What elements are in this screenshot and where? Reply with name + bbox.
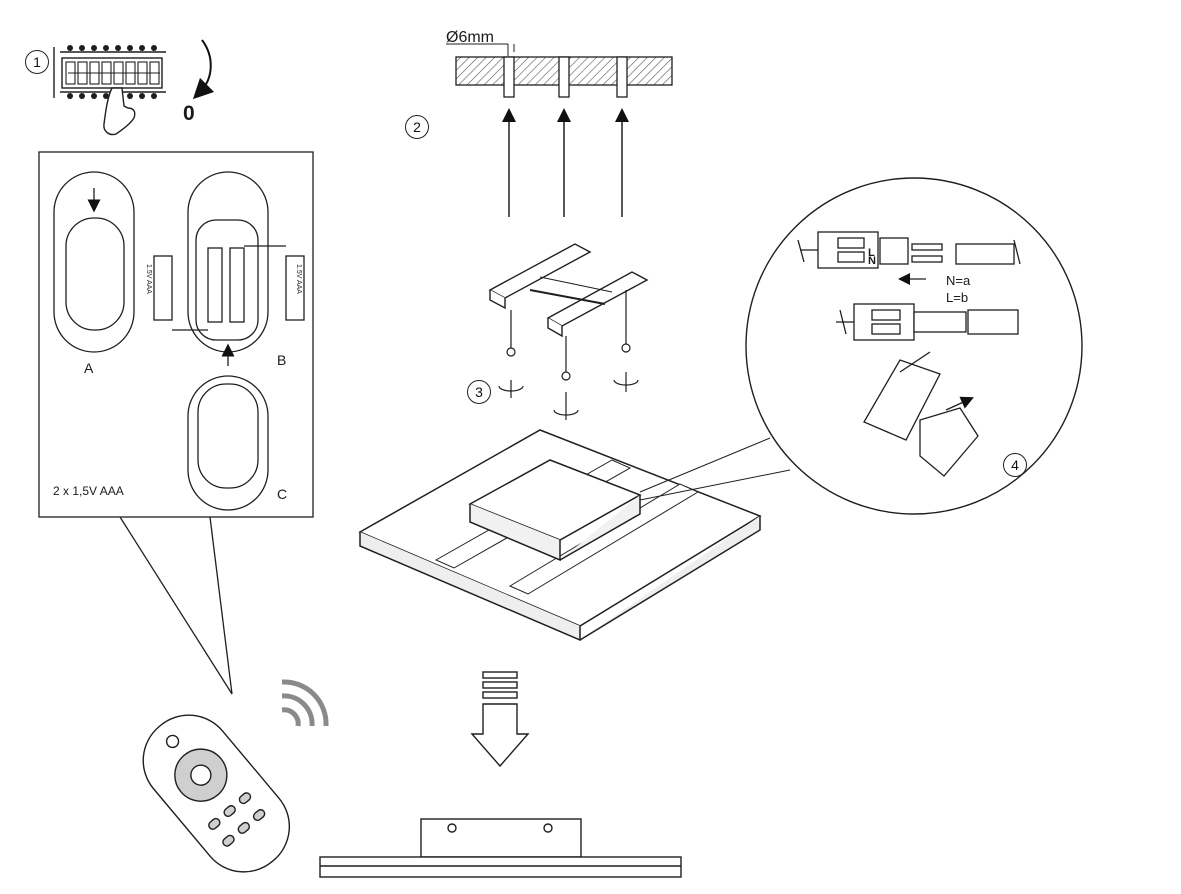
drill-diameter-label: Ø6mm [446, 29, 494, 46]
power-off-label: 0 [183, 102, 195, 125]
battery-spec-label: 2 x 1,5V AAA [53, 484, 124, 498]
remote-back-a [53, 171, 135, 353]
step-number-1: 1 [25, 50, 49, 74]
remote-label-a: A [84, 360, 94, 376]
battery-marking-right: 1.5V AAA [295, 264, 302, 294]
live-legend: L=b [946, 290, 969, 305]
terminal-l-label: L [868, 247, 875, 259]
step-number-3: 3 [467, 380, 491, 404]
wiring-detail-circle [745, 177, 1083, 515]
remote-label-b: B [277, 352, 287, 368]
signal-waves-icon [281, 679, 329, 727]
push-up-arrow-icon [470, 671, 530, 768]
breaker-panel-icon [53, 45, 166, 136]
panel-side-view [319, 818, 682, 878]
remote-back-b [153, 171, 305, 353]
mounting-bracket [488, 243, 649, 338]
insert-arrows [502, 108, 629, 217]
step-number-4: 4 [1003, 453, 1027, 477]
battery-marking-left: 1.5V AAA [145, 264, 152, 294]
remote-label-c: C [277, 486, 288, 502]
remote-control [142, 714, 291, 873]
led-panel [358, 429, 762, 642]
detail-leader-lines [639, 437, 791, 501]
remote-back-c [187, 343, 269, 511]
wall-plug-icons [503, 56, 628, 98]
step-number-2: 2 [405, 115, 429, 139]
switch-off-arrow-icon [192, 39, 215, 100]
terminal-n-label: N [868, 255, 876, 267]
screw-icons [498, 290, 639, 420]
neutral-legend: N=a [946, 273, 971, 288]
